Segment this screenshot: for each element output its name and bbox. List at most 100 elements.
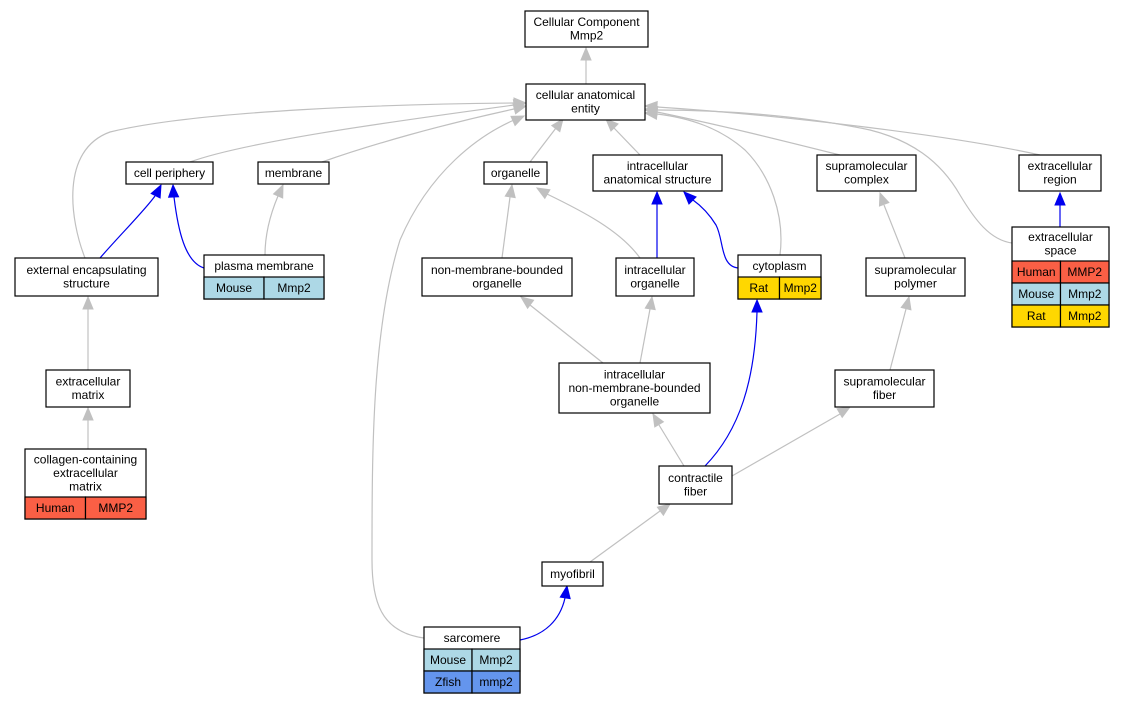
edge-contractile-to-supfiber <box>731 406 852 477</box>
node-label: organelle <box>472 277 522 291</box>
node-label: external encapsulating <box>26 263 146 277</box>
edge-line <box>731 413 841 477</box>
node-label: organelle <box>610 394 660 408</box>
arrowhead-icon <box>272 183 284 199</box>
node-box <box>816 154 917 192</box>
node-box <box>1018 154 1102 192</box>
node-label: extracellular <box>56 375 121 389</box>
node-label: fiber <box>684 485 707 499</box>
edge-line <box>613 127 641 156</box>
node-membrane[interactable]: membrane <box>257 161 330 185</box>
node-box <box>658 465 733 505</box>
edge-cellper-to-cae <box>189 99 528 163</box>
edge-ees-to-cellper <box>99 183 162 259</box>
gene-cell <box>263 276 325 300</box>
species-name: Zfish <box>435 675 461 689</box>
node-label: intracellular <box>627 159 688 173</box>
node-box <box>834 369 935 408</box>
node-label: plasma membrane <box>214 259 314 273</box>
gene-name: Mmp2 <box>277 281 311 295</box>
arrowhead-icon <box>550 117 564 133</box>
node-label: region <box>1043 173 1076 187</box>
species-row: Human MMP2 <box>1011 260 1110 284</box>
arrowhead-icon <box>150 183 162 199</box>
node-label: sarcomere <box>444 631 501 645</box>
node-box <box>592 154 723 192</box>
arrowhead-icon <box>643 104 658 116</box>
species-name: Rat <box>749 281 768 295</box>
gene-name: MMP2 <box>1067 265 1102 279</box>
edge-line <box>589 510 661 563</box>
node-collagen[interactable]: collagen-containingextracellularmatrixHu… <box>24 448 147 520</box>
arrowhead-icon <box>580 46 592 61</box>
species-name: Mouse <box>430 653 466 667</box>
arrowhead-icon <box>535 187 551 200</box>
node-organelle[interactable]: organelle <box>483 161 548 185</box>
node-label: structure <box>63 277 110 291</box>
edge-line <box>99 195 156 259</box>
gene-name: Mmp2 <box>1068 287 1102 301</box>
edge-line <box>321 108 515 163</box>
node-myofibril[interactable]: myofibril <box>541 561 604 587</box>
edge-ees-to-cae <box>72 97 528 259</box>
edge-inmbo-to-intorg <box>639 295 656 364</box>
node-label: entity <box>571 102 600 116</box>
node-label: extracellular <box>1028 230 1093 244</box>
node-box <box>257 161 330 185</box>
species-name: Mouse <box>216 281 252 295</box>
node-label: extracellular <box>53 466 118 480</box>
edge-line <box>656 106 1041 156</box>
node-box <box>421 257 573 297</box>
node-inmbo[interactable]: intracellularnon-membrane-boundedorganel… <box>558 362 711 414</box>
node-label: intracellular <box>624 263 685 277</box>
edge-collagen-to-ecm <box>82 406 94 449</box>
arrowhead-icon <box>651 190 663 205</box>
node-label: cell periphery <box>134 166 205 180</box>
edge-extspace-to-cae <box>643 104 1013 244</box>
arrowhead-icon <box>683 191 697 205</box>
edge-contractile-to-inmbo <box>652 412 685 467</box>
node-cellper[interactable]: cell periphery <box>125 161 214 185</box>
edge-line <box>656 113 782 256</box>
arrowhead-icon <box>559 584 571 600</box>
arrowhead-icon <box>510 115 526 127</box>
edge-ecm-to-ees <box>82 295 94 370</box>
edge-line <box>889 308 907 371</box>
species-name: Human <box>1017 265 1056 279</box>
arrowhead-icon <box>644 295 656 311</box>
arrowhead-icon <box>751 298 763 313</box>
node-label: matrix <box>69 479 102 493</box>
edge-plasmamem-to-cellper <box>167 183 205 269</box>
edge-extspace-to-extreg <box>1054 191 1066 227</box>
edge-cae-to-root <box>580 46 592 84</box>
edge-line <box>656 109 1013 244</box>
species-row: Mouse Mmp2 <box>203 276 325 300</box>
gene-name: MMP2 <box>98 501 133 515</box>
edge-membrane-to-cae <box>321 103 528 163</box>
node-label: space <box>1044 244 1076 258</box>
node-box <box>615 257 695 297</box>
edge-line <box>692 199 739 269</box>
edge-inmbo-to-nmbo <box>519 296 604 364</box>
edge-line <box>883 204 906 259</box>
